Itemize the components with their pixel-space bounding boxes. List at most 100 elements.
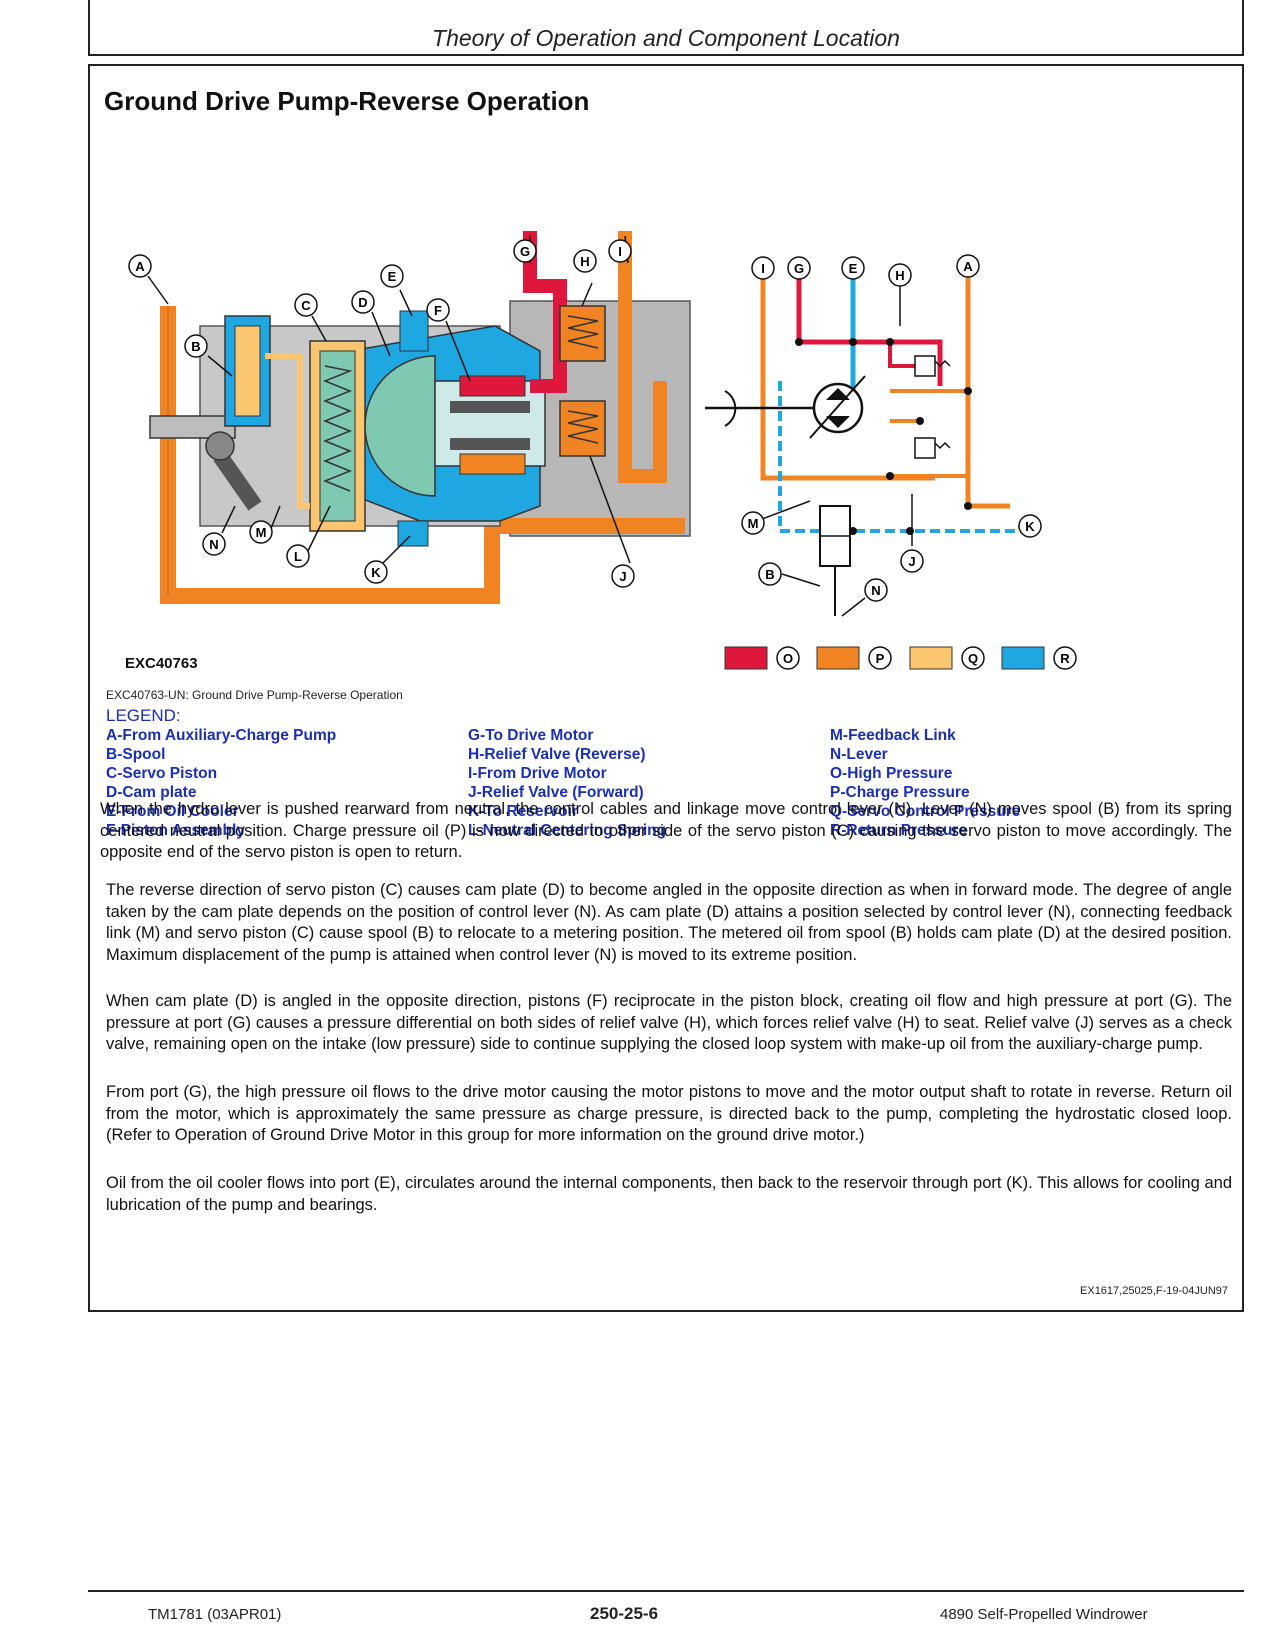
callout-i: I [608, 239, 632, 263]
schematic-callout-e: E [841, 256, 865, 280]
paragraph-5: Oil from the oil cooler flows into port … [106, 1174, 1232, 1214]
legend-item: F-Piston Assembly [106, 822, 245, 839]
svg-text:D: D [358, 295, 367, 310]
figure-caption: EXC40763-UN: Ground Drive Pump-Reverse O… [106, 688, 403, 702]
footer-manual-id: TM1781 (03APR01) [148, 1606, 282, 1623]
svg-text:E: E [388, 269, 397, 284]
schematic-callout-k: K [1018, 514, 1042, 538]
paragraph-4: From port (G), the high pressure oil flo… [106, 1083, 1232, 1144]
legend-item: Q-Servo Control Pressure [830, 803, 1021, 820]
cutaway-callouts: A B C D E F G H I J K L M N [128, 239, 635, 588]
svg-text:O: O [783, 651, 793, 666]
svg-text:N: N [209, 537, 218, 552]
svg-text:H: H [580, 254, 589, 269]
schematic-callout-b: B [758, 562, 782, 586]
legend-column-1: A-From Auxiliary-Charge Pump B-Spool C-S… [106, 726, 336, 840]
page-header: Theory of Operation and Component Locati… [88, 0, 1244, 56]
svg-text:M: M [256, 525, 267, 540]
document-reference: EX1617,25025,F-19-04JUN97 [1080, 1285, 1228, 1297]
callout-b: B [184, 334, 208, 358]
svg-text:Q: Q [968, 651, 978, 666]
color-key-p: P [816, 646, 892, 670]
svg-text:N: N [871, 583, 880, 598]
schematic-callout-j: J [900, 549, 924, 573]
schematic-callout-i: I [751, 256, 775, 280]
page-number: 250-25-6 [590, 1604, 659, 1623]
callout-c: C [294, 293, 318, 317]
legend: LEGEND: A-From Auxiliary-Charge Pump B-S… [106, 706, 1236, 846]
legend-item: O-High Pressure [830, 765, 953, 782]
svg-text:A: A [135, 259, 145, 274]
hydraulic-schematic [705, 276, 1033, 617]
legend-item: G-To Drive Motor [468, 727, 594, 744]
legend-item: M-Feedback Link [830, 727, 956, 744]
svg-text:R: R [1060, 651, 1070, 666]
callout-g: G [513, 239, 537, 263]
callout-j: J [611, 564, 635, 588]
svg-text:J: J [908, 554, 915, 569]
svg-text:A: A [963, 259, 973, 274]
content-box: Ground Drive Pump-Reverse Operation [88, 64, 1244, 1312]
color-key-o: O [724, 646, 800, 670]
legend-item: I-From Drive Motor [468, 765, 607, 782]
color-key: O P Q R [724, 646, 1077, 670]
schematic-callout-a: A [956, 254, 980, 278]
schematic-callout-m: M [741, 511, 765, 535]
legend-item: J-Relief Valve (Forward) [468, 784, 644, 801]
legend-item: H-Relief Valve (Reverse) [468, 746, 646, 763]
callout-f: F [426, 298, 450, 322]
svg-text:G: G [520, 244, 530, 259]
svg-text:K: K [371, 565, 381, 580]
legend-item: N-Lever [830, 746, 888, 763]
section-title: Ground Drive Pump-Reverse Operation [104, 86, 590, 116]
svg-text:I: I [618, 244, 622, 259]
callout-d: D [351, 290, 375, 314]
schematic-callout-g: G [787, 256, 811, 280]
callout-n: N [202, 532, 226, 556]
schematic-callout-h: H [888, 263, 912, 287]
svg-text:G: G [794, 261, 804, 276]
svg-text:I: I [761, 261, 765, 276]
footer-rule [88, 1590, 1244, 1592]
legend-item: D-Cam plate [106, 784, 197, 801]
pump-diagram: A B C D E F G H I J K L M N EXC40763 [125, 231, 1077, 672]
color-key-q: Q [909, 646, 985, 670]
legend-item: A-From Auxiliary-Charge Pump [106, 727, 337, 744]
legend-item: R-Return Pressure [830, 822, 967, 839]
callout-l: L [286, 544, 310, 568]
callout-h: H [573, 249, 597, 273]
pump-cutaway-drawing [149, 231, 691, 604]
schematic-callouts: I G E H A M K B N J [741, 254, 1042, 602]
legend-item: P-Charge Pressure [830, 784, 970, 801]
svg-text:C: C [301, 298, 311, 313]
legend-item: E-From Oil Cooler [106, 803, 239, 820]
svg-text:B: B [191, 339, 200, 354]
legend-column-3: M-Feedback Link N-Lever O-High Pressure … [830, 726, 1020, 840]
callout-e: E [380, 264, 404, 288]
legend-item: L-Neutral Centering Spring [468, 822, 667, 839]
paragraph-3: When cam plate (D) is angled in the oppo… [106, 992, 1232, 1053]
header-title: Theory of Operation and Component Locati… [432, 25, 900, 51]
svg-text:P: P [876, 651, 885, 666]
svg-text:B: B [765, 567, 774, 582]
svg-text:J: J [619, 569, 626, 584]
svg-text:H: H [895, 268, 904, 283]
legend-heading: LEGEND: [106, 706, 181, 725]
color-key-r: R [1001, 646, 1077, 670]
svg-text:L: L [294, 549, 302, 564]
legend-column-2: G-To Drive Motor H-Relief Valve (Reverse… [468, 726, 666, 840]
callout-a: A [128, 254, 152, 278]
figure-id: EXC40763 [125, 655, 198, 672]
legend-item: C-Servo Piston [106, 765, 218, 782]
paragraph-1: When the hydro lever is pushed rearward … [100, 800, 1232, 861]
legend-item: K-To Reservoir [468, 803, 578, 820]
callout-k: K [364, 560, 388, 584]
paragraph-2: The reverse direction of servo piston (C… [106, 881, 1232, 964]
callout-m: M [249, 520, 273, 544]
footer-product-name: 4890 Self-Propelled Windrower [940, 1606, 1148, 1623]
svg-text:M: M [748, 516, 759, 531]
schematic-callout-n: N [864, 578, 888, 602]
legend-item: B-Spool [106, 746, 166, 763]
svg-text:E: E [849, 261, 858, 276]
svg-text:F: F [434, 303, 442, 318]
